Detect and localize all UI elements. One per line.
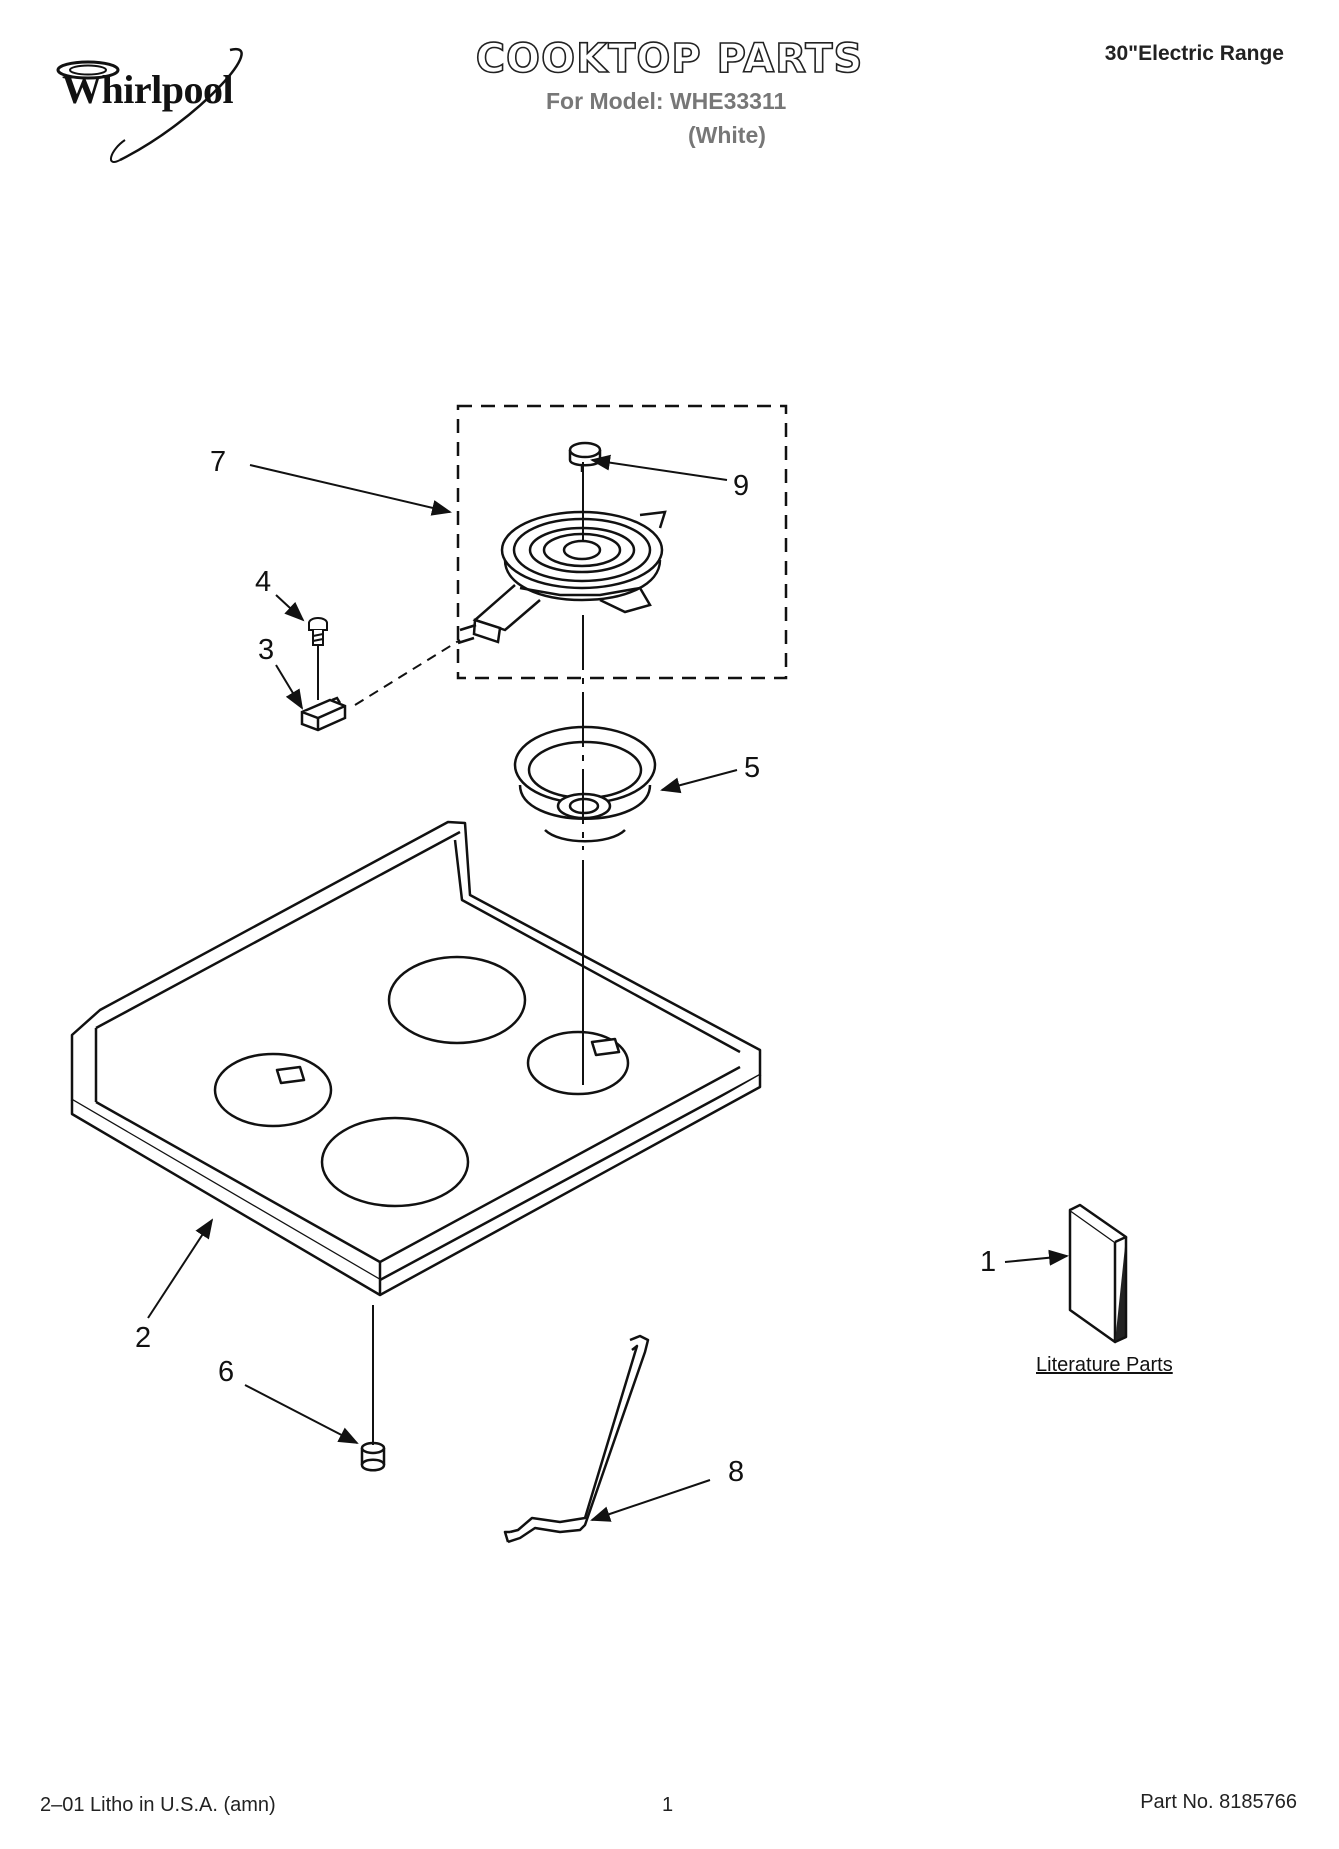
footer-page-number: 1 [662,1794,674,1816]
bracket-rod [503,1334,650,1544]
whirlpool-logo-swirl [56,47,243,163]
leader-arrows [147,454,1069,1522]
mounting-screw [360,1441,386,1472]
callout-5: 5 [744,752,761,784]
callout-7: 7 [210,446,227,478]
callout-2: 2 [135,1322,152,1354]
literature-booklet [1068,1203,1128,1344]
literature-parts-label: Literature Parts [1036,1354,1173,1376]
terminal-block [300,696,347,732]
callout-9: 9 [733,470,750,502]
callout-8: 8 [728,1456,745,1488]
drip-bowl [513,725,657,843]
callout-4: 4 [255,566,272,598]
callout-3: 3 [258,634,275,666]
page-title: COOKTOP PARTS [475,35,864,83]
element-terminals [457,623,477,645]
assembly-lines [317,462,584,1445]
model-line: For Model: WHE33311 [546,88,787,114]
callout-1: 1 [980,1246,997,1278]
brand-logo: Whirlpool [62,67,234,112]
footer-litho: 2–01 Litho in U.S.A. (amn) [40,1794,276,1816]
color-line: (White) [688,122,766,148]
element-cap [568,441,602,472]
screw [308,617,328,646]
element-assembly-dashed-box [456,404,788,680]
product-type: 30"Electric Range [1104,42,1284,65]
footer-part-number: Part No. 8185766 [1140,1791,1297,1813]
cooktop-panel [70,820,762,1297]
surface-element [472,510,667,644]
callout-6: 6 [218,1356,235,1388]
